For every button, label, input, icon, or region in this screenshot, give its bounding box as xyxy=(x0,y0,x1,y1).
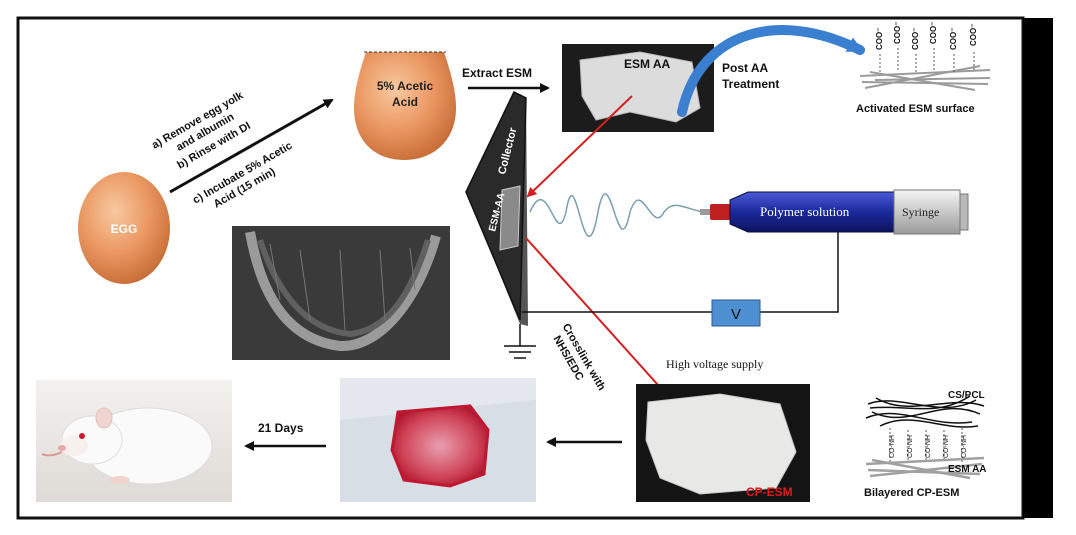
esm-aa-plate xyxy=(499,185,521,251)
ground-symbol xyxy=(504,324,536,359)
cs-pcl-label: CS/PCL xyxy=(948,390,985,401)
wound-site xyxy=(390,404,490,488)
days-label: 21 Days xyxy=(258,421,304,435)
voltage-box xyxy=(711,299,761,327)
post-aa-label: Post AA xyxy=(722,61,769,75)
acid-egg-label-1: 5% Acetic xyxy=(377,79,434,93)
activated-surface-fibers xyxy=(859,65,991,91)
svg-text:COO⁻: COO⁻ xyxy=(911,28,920,50)
syringe-plunger xyxy=(959,193,969,231)
acid-egg-icon xyxy=(354,52,456,160)
sem-membrane-curve xyxy=(245,231,441,352)
esm-aa-bottom-label: ESM AA xyxy=(948,464,987,475)
rat-icon xyxy=(41,407,213,485)
egg-label: EGG xyxy=(111,222,138,236)
svg-text:COO⁻: COO⁻ xyxy=(893,22,902,44)
carboxyl-groups: COO⁻ COO⁻ COO⁻ COO⁻ COO⁻ COO⁻ xyxy=(875,22,978,72)
red-arrow-to-collector xyxy=(526,95,633,198)
cp-esm-membrane xyxy=(645,393,797,495)
svg-text:COO⁻: COO⁻ xyxy=(969,24,978,46)
esm-aa-membrane xyxy=(579,51,701,123)
spinning-jet xyxy=(529,193,713,238)
syringe-barrel xyxy=(893,189,961,235)
syringe-tip xyxy=(710,204,732,220)
polymer-label: Polymer solution xyxy=(760,204,850,219)
bilayer-top-fibers xyxy=(865,395,985,428)
collector-plate xyxy=(465,90,527,321)
svg-text:COO⁻: COO⁻ xyxy=(875,28,884,50)
svg-text:CO-NH: CO-NH xyxy=(961,435,968,458)
bilayer-bonds xyxy=(889,428,963,462)
circuit-wire xyxy=(522,232,839,313)
step-arrow xyxy=(169,98,334,194)
extract-label: Extract ESM xyxy=(462,66,532,80)
cp-esm-label: CP-ESM xyxy=(746,485,793,499)
egg-icon xyxy=(78,172,170,284)
post-aa-arrow xyxy=(677,25,865,117)
esm-aa-label: ESM AA xyxy=(624,57,671,71)
syringe-needle xyxy=(700,209,712,215)
svg-text:CO-NH: CO-NH xyxy=(943,435,950,458)
svg-text:CO-NH: CO-NH xyxy=(889,435,896,458)
activated-label: Activated ESM surface xyxy=(856,103,975,115)
hv-label: High voltage supply xyxy=(666,357,763,371)
bilayer-bottom-fibers xyxy=(865,456,985,480)
syringe-label: Syringe xyxy=(902,205,939,219)
svg-text:COO⁻: COO⁻ xyxy=(929,22,938,44)
post-aa-label-2: Treatment xyxy=(722,77,779,91)
acid-egg-label-2: Acid xyxy=(392,95,418,109)
right-black-bar xyxy=(1023,18,1053,518)
svg-text:CO-NH: CO-NH xyxy=(925,435,932,458)
svg-text:CO-NH: CO-NH xyxy=(907,435,914,458)
bilayer-label: Bilayered CP-ESM xyxy=(864,487,959,499)
voltage-label: V xyxy=(731,306,741,323)
sem-texture xyxy=(257,239,431,338)
bilayer-bond-labels: CO-NH CO-NH CO-NH CO-NH CO-NH xyxy=(889,435,968,458)
svg-text:COO⁻: COO⁻ xyxy=(949,28,958,50)
